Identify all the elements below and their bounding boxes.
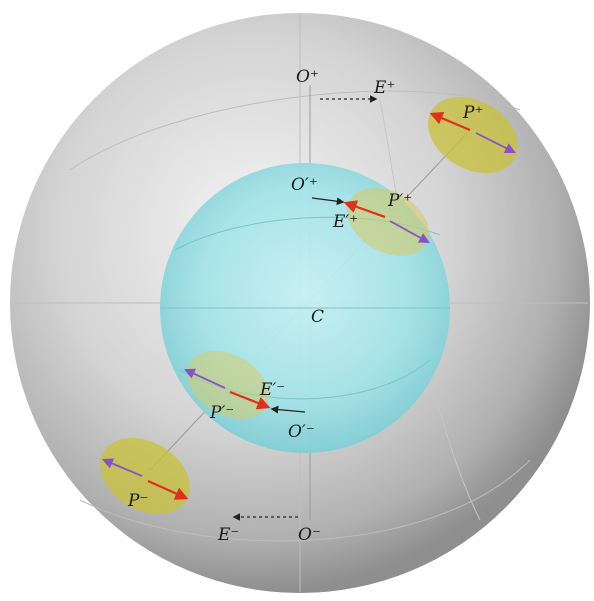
purple-arrow-p-prime-plus xyxy=(389,220,430,244)
red-arrow-p-prime-plus xyxy=(343,200,386,219)
purple-arrow-p-minus xyxy=(102,458,143,477)
purple-arrow-p-prime-minus xyxy=(184,368,226,389)
patch-p-prime-minus xyxy=(187,350,269,420)
patch-p-prime-plus xyxy=(347,187,429,257)
label-p-prime-minus: P′⁻ xyxy=(209,403,234,423)
label-o-prime-minus: O′⁻ xyxy=(288,422,315,442)
dark-arrow-o-prime-minus xyxy=(270,405,306,414)
label-p-prime-plus: P′⁺ xyxy=(387,191,412,211)
label-o-minus: O⁻ xyxy=(298,525,321,545)
label-e-prime-minus: E′⁻ xyxy=(259,380,285,400)
purple-arrow-p-plus xyxy=(475,132,516,153)
red-arrow-p-minus xyxy=(147,479,189,500)
label-p-plus: P⁺ xyxy=(462,103,483,123)
label-e-minus: E⁻ xyxy=(217,525,239,545)
label-center-c: C xyxy=(311,307,324,327)
label-e-plus: E⁺ xyxy=(373,78,395,98)
dark-arrow-o-prime-plus xyxy=(311,197,345,206)
patch-p-minus xyxy=(100,438,190,514)
label-o-plus: O⁺ xyxy=(296,67,319,87)
label-o-prime-plus: O′⁺ xyxy=(291,175,318,195)
red-arrow-p-plus xyxy=(429,112,471,132)
patch-p-plus xyxy=(428,97,518,173)
label-p-minus: P⁻ xyxy=(127,491,148,511)
label-e-prime-plus: E′⁺ xyxy=(332,212,358,232)
red-arrow-p-prime-minus xyxy=(229,390,271,410)
